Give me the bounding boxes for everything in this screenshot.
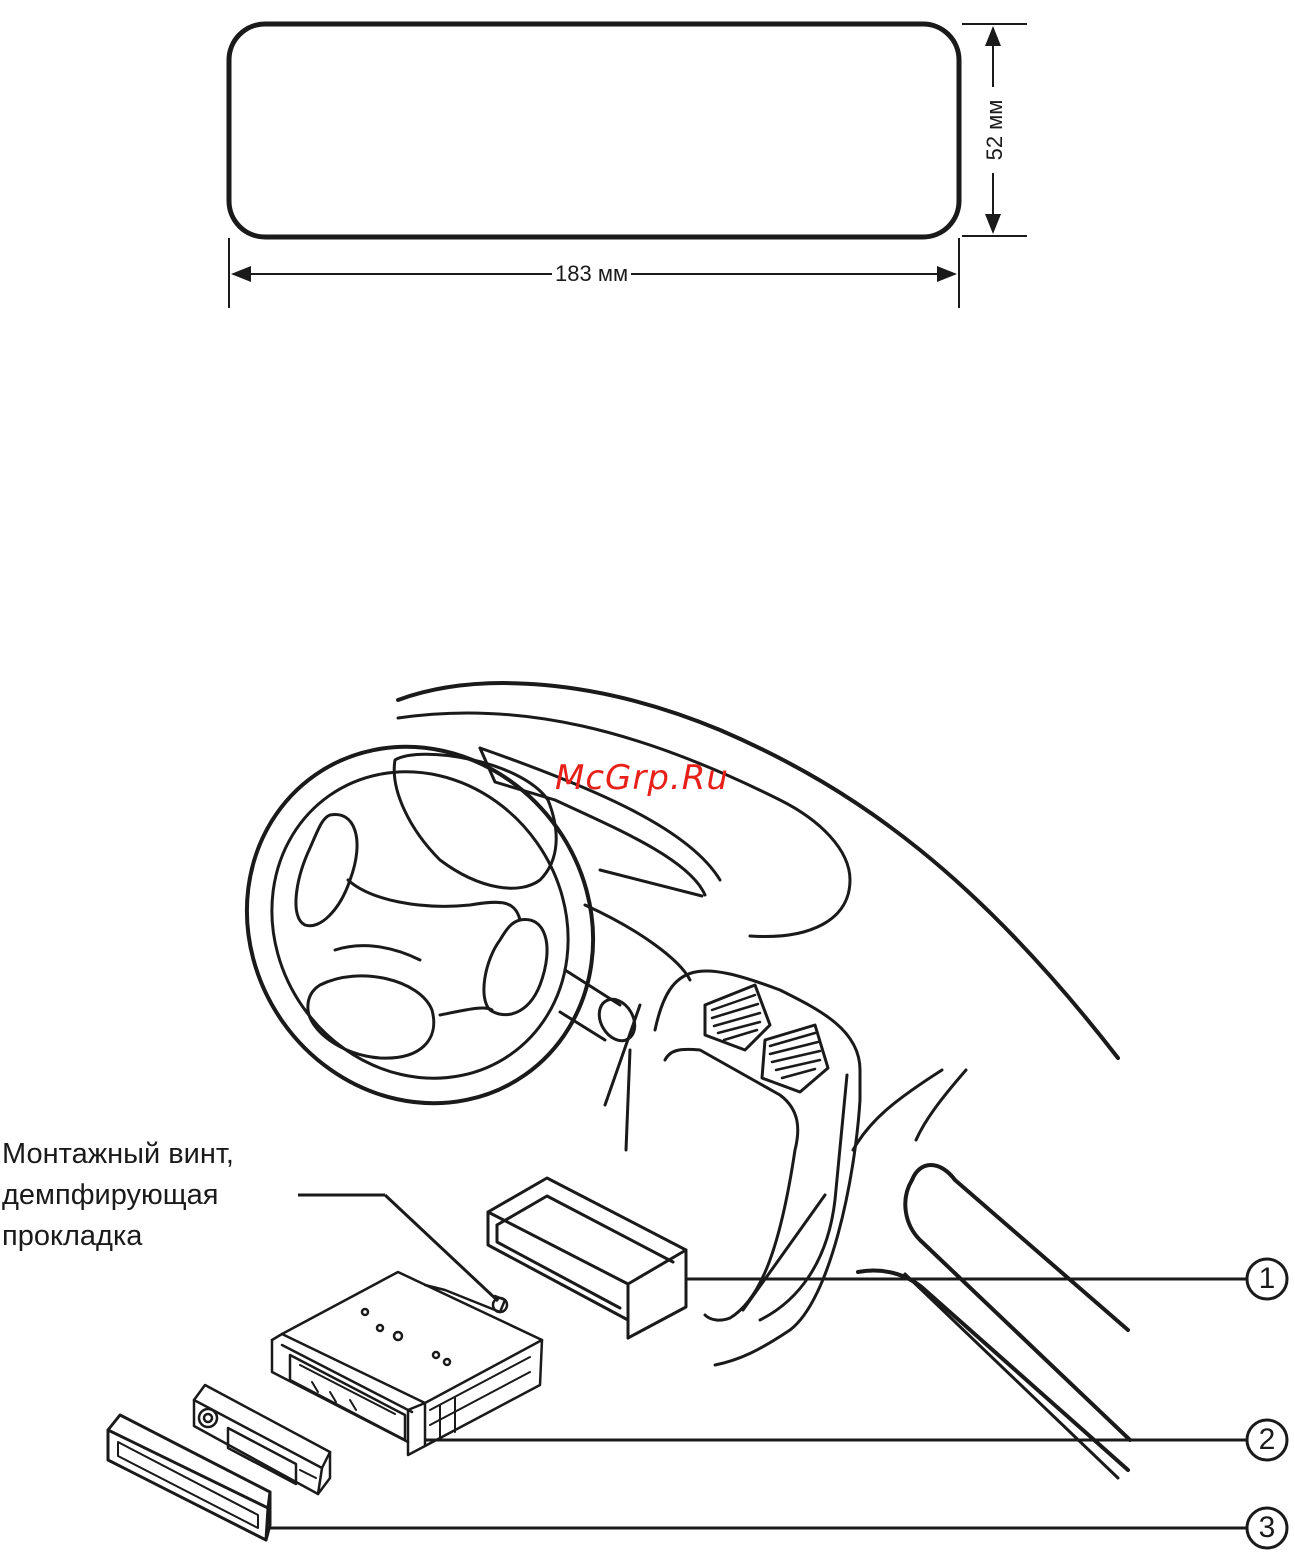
width-dimension-label: 183 мм	[552, 261, 631, 287]
center-console	[605, 971, 860, 1365]
callout-number-2: 2	[1246, 1419, 1288, 1461]
head-unit-chassis	[272, 1272, 542, 1455]
leader-mounting-screw-diagonal	[385, 1195, 498, 1301]
callout-circles	[1247, 1259, 1287, 1548]
front-panel	[194, 1385, 330, 1494]
mounting-sleeve	[488, 1178, 686, 1338]
steering-wheel	[177, 679, 662, 1172]
trim-frame	[108, 1415, 270, 1540]
watermark: McGrp.Ru	[555, 758, 729, 798]
mounting-label-line1: Монтажный винт,	[2, 1136, 234, 1172]
dashboard-illustration	[108, 679, 1130, 1540]
callout-number-1: 1	[1246, 1258, 1288, 1300]
cutout-rectangle	[229, 24, 959, 237]
leader-lines	[270, 1195, 1246, 1528]
air-vent-left	[705, 985, 770, 1050]
height-dimension-label: 52 мм	[982, 87, 1008, 173]
mounting-label-line2: демпфирующая	[2, 1177, 219, 1213]
air-vent-right	[762, 1025, 828, 1092]
mounting-label-line3: прокладка	[2, 1218, 142, 1254]
callout-number-3: 3	[1246, 1507, 1288, 1549]
